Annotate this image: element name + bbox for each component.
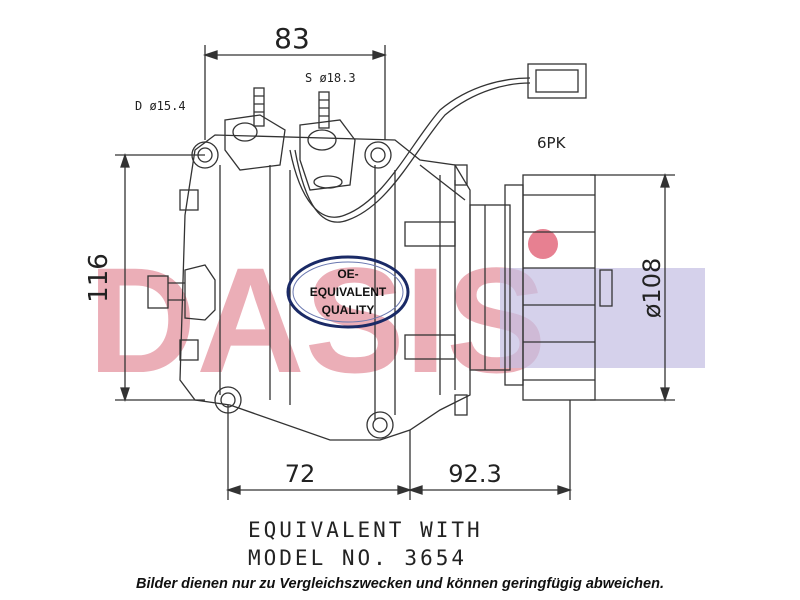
badge-line-3: QUALITY [322,303,375,317]
dim-suction: S ø18.3 [305,71,356,85]
dim-height: 116 [84,253,114,303]
badge-line-2: EQUIVALENT [310,285,387,299]
dim-discharge: D ø15.4 [135,99,186,113]
dim-pulley-diameter: ø108 [638,258,666,319]
badge-line-1: OE- [337,267,358,281]
dim-bottom-left: 72 [285,460,316,488]
watermark-bar [500,268,705,368]
dim-top-width: 83 [274,22,310,55]
caption-model-number: MODEL NO. 3654 [248,546,468,570]
oe-equivalent-badge: OE- EQUIVALENT QUALITY [286,255,410,329]
caption-equivalent-with: EQUIVALENT WITH [248,518,483,542]
dim-bottom-right: 92.3 [448,460,501,488]
watermark-dot [528,229,558,259]
dim-belt: 6PK [537,134,567,152]
line-art [115,45,675,500]
caption-disclaimer: Bilder dienen nur zu Vergleichszwecken u… [136,576,664,592]
